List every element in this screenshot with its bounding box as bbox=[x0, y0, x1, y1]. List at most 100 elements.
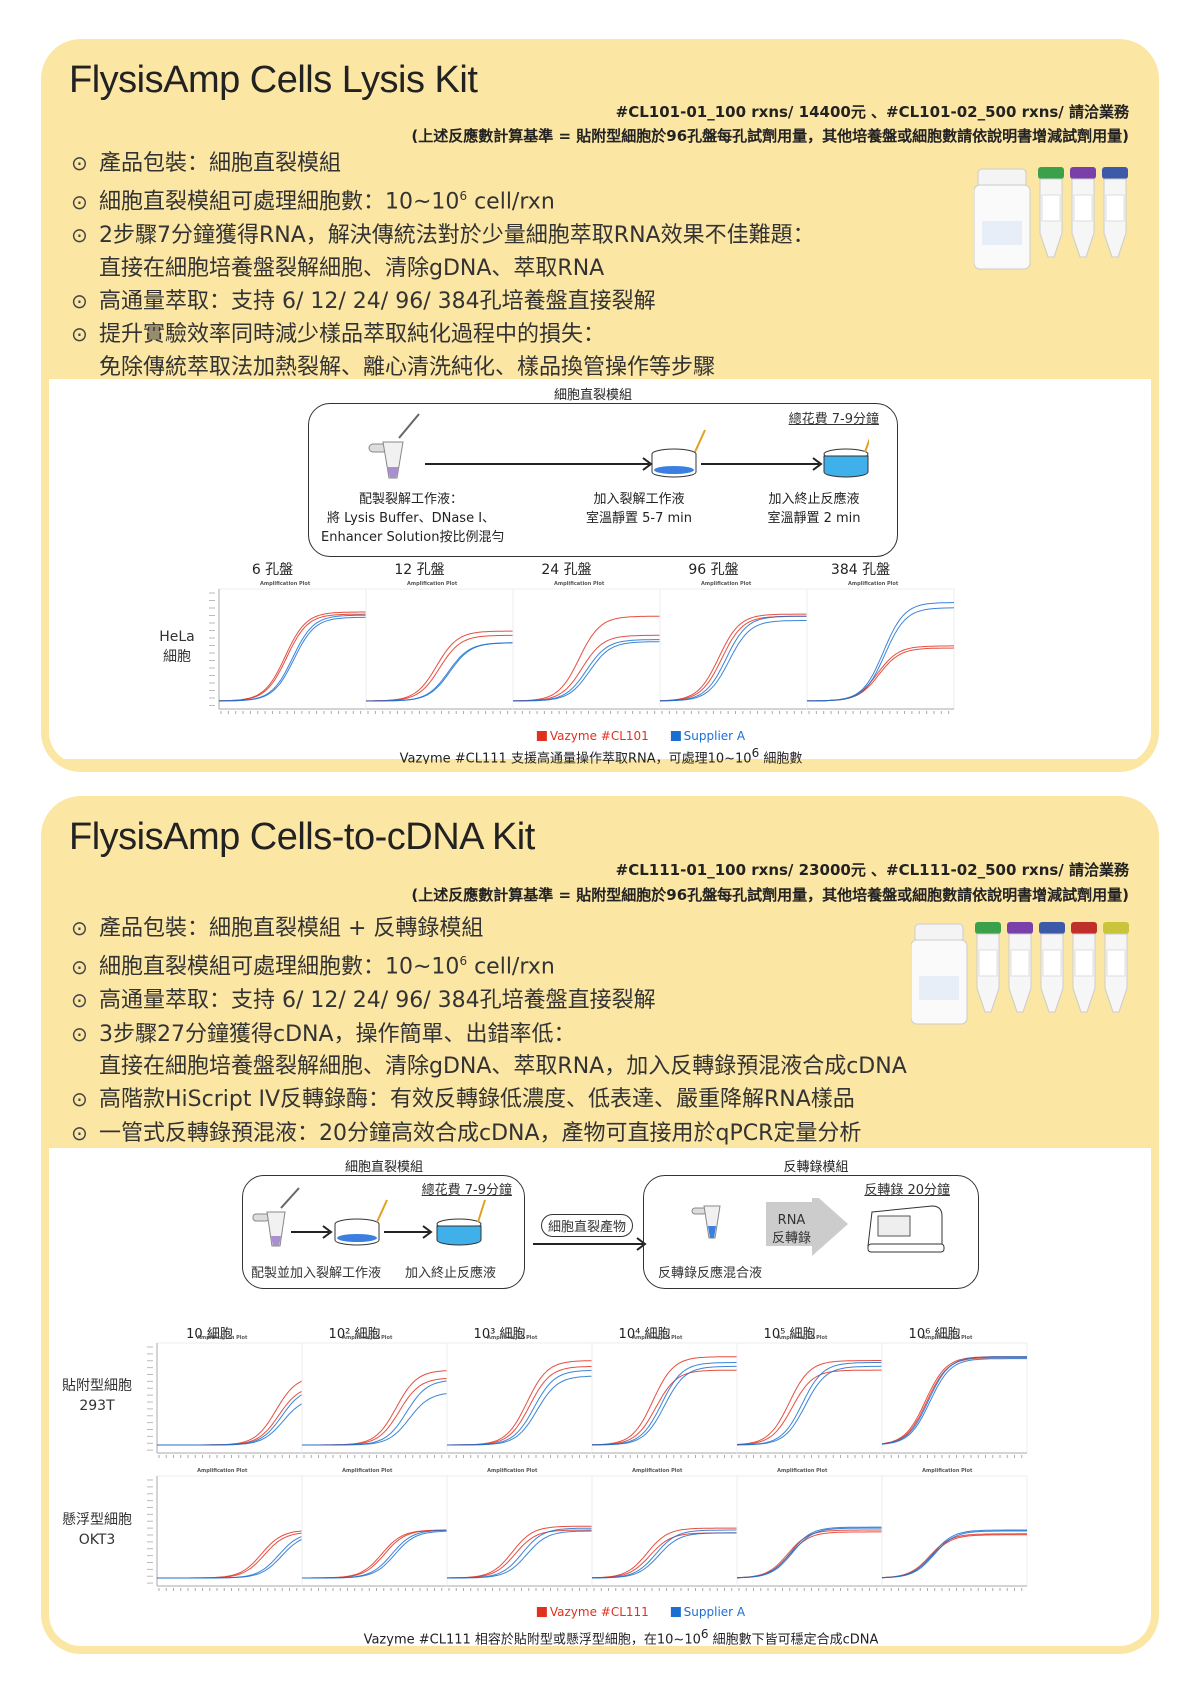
curve-vazyme bbox=[591, 1527, 737, 1579]
plot-title: Amplification Plot bbox=[260, 581, 311, 587]
step-line: 將 Lysis Buffer、DNase I、 bbox=[326, 511, 496, 526]
price-line: #CL111-01_100 rxns/ 23000元 、#CL111-02_50… bbox=[615, 861, 1129, 879]
feature-item: ⊙ 高通量萃取：支持 6/ 12/ 24/ 96/ 384孔培養盤直接裂解 bbox=[71, 285, 815, 318]
curve-vazyme bbox=[513, 615, 660, 702]
feature-text: 一管式反轉錄預混液：20分鐘高效合成cDNA，產物可直接用於qPCR定量分析 bbox=[99, 1120, 862, 1146]
feature-item: ⊙3步驟27分鐘獲得cDNA，操作簡單、出錯率低： bbox=[71, 1018, 907, 1051]
reagent-tube-icon bbox=[1038, 167, 1064, 258]
row-label-okt3: 懸浮型細胞 OKT3 bbox=[62, 1510, 132, 1550]
feature-sup: 6 bbox=[459, 189, 468, 204]
legend-swatch-supplier bbox=[670, 1607, 681, 1617]
plot-area bbox=[736, 1475, 883, 1587]
plot-title: Amplification Plot bbox=[487, 1335, 538, 1341]
caption-text: 細胞數 bbox=[759, 751, 803, 767]
plot-svg bbox=[365, 588, 514, 714]
reagent-tube-icon bbox=[1071, 922, 1097, 1013]
curve-vazyme bbox=[592, 1369, 738, 1446]
feature-text: 高通量萃取：支持 6/ 12/ 24/ 96/ 384孔培養盤直接裂解 bbox=[99, 288, 656, 314]
feature-text: 高通量萃取：支持 6/ 12/ 24/ 96/ 384孔培養盤直接裂解 bbox=[99, 988, 656, 1014]
row-label-line: 懸浮型細胞 bbox=[62, 1512, 132, 1528]
rt-line: 反轉錄 bbox=[772, 1231, 812, 1246]
column-label: 10 細胞 bbox=[186, 1327, 233, 1342]
curve-vazyme bbox=[591, 1356, 737, 1446]
reagent-tube-icon bbox=[1007, 922, 1033, 1013]
dish-lysis-icon bbox=[334, 1199, 388, 1246]
curve-vazyme bbox=[659, 613, 807, 702]
module1-time: 總花費 7-9分鐘 bbox=[421, 1183, 512, 1198]
amplification-plot: Amplification Plot bbox=[591, 1468, 738, 1591]
feature-text: 2步驟7分鐘獲得RNA，解決傳統法對於少量細胞萃取RNA效果不佳難題： bbox=[99, 223, 815, 249]
step-line: 室溫靜置 2 min bbox=[767, 511, 861, 526]
feature-text: cell/rxn bbox=[467, 189, 555, 215]
row-label-line: 細胞 bbox=[163, 649, 191, 665]
feature-list: ⊙產品包裝：細胞直裂模組⊙細胞直裂模組可處理細胞數：10~106 cell/rx… bbox=[71, 147, 815, 384]
circle-dot-icon: ⊙ bbox=[71, 1087, 88, 1112]
step-line: 室溫靜置 5-7 min bbox=[585, 511, 692, 526]
workflow-diagram bbox=[368, 413, 869, 479]
product-card-lysis-kit: FlysisAmp Cells Lysis Kit #CL101-01_100 … bbox=[41, 39, 1159, 772]
column-label: 10³ 細胞 bbox=[473, 1327, 526, 1342]
legend-swatch-vazyme bbox=[536, 1607, 547, 1617]
reaction-note: (上述反應數計算基準 = 貼附型細胞於96孔盤每孔試劑用量，其他培養盤或細胞數請… bbox=[411, 127, 1129, 145]
total-time: 總花費 7-9分鐘 bbox=[788, 412, 879, 427]
feature-list: ⊙產品包裝：細胞直裂模組 + 反轉錄模組⊙細胞直裂模組可處理細胞數：10~106… bbox=[71, 912, 907, 1150]
caption-text: Vazyme #CL111 相容於貼附型或懸浮型細胞，在10~10 bbox=[363, 1632, 701, 1648]
plot-area bbox=[365, 588, 514, 710]
curve-vazyme bbox=[881, 1533, 1027, 1579]
step-line: 配製裂解工作液： bbox=[358, 492, 463, 507]
amplification-plot: Amplification Plot bbox=[512, 581, 661, 714]
column-label: 10⁵ 細胞 bbox=[763, 1327, 816, 1342]
curve-supplier bbox=[447, 1375, 593, 1446]
legend-label: Supplier A bbox=[683, 729, 746, 743]
plot-svg bbox=[209, 588, 367, 714]
curve-supplier bbox=[737, 1365, 882, 1446]
plot-svg bbox=[301, 1342, 448, 1458]
rt-line: RNA bbox=[777, 1213, 806, 1228]
plot-area bbox=[301, 1342, 448, 1454]
dish-lysis-icon bbox=[651, 429, 706, 478]
amplification-plot: Amplification Plot bbox=[881, 1335, 1028, 1458]
curve-supplier bbox=[447, 1530, 593, 1579]
feature-text: 高階款HiScript IV反轉錄酶：有效反轉錄低濃度、低表達、嚴重降解RNA樣… bbox=[99, 1087, 855, 1113]
arrow-icon bbox=[291, 1225, 333, 1239]
row-label-hela: HeLa 細胞 bbox=[159, 627, 195, 667]
amplification-plot: Amplification Plot bbox=[365, 581, 514, 714]
amplification-plot: Amplification Plot bbox=[806, 581, 955, 714]
plot-title: Amplification Plot bbox=[777, 1335, 828, 1341]
bottle-icon bbox=[911, 923, 968, 1025]
feature-item: ⊙提升實驗效率同時減少樣品萃取純化過程中的損失： bbox=[71, 318, 815, 351]
circle-dot-icon: ⊙ bbox=[71, 322, 88, 347]
amplification-plot: Amplification Plot bbox=[736, 1335, 883, 1458]
panel-label: 384 孔盤 bbox=[830, 562, 891, 578]
step-text: 配製並加入裂解工作液 bbox=[251, 1266, 382, 1281]
workflow-box: 總花費 7-9分鐘 配製裂解工作液： 將 Lysis Buffer、DNase … bbox=[308, 403, 898, 557]
product-title: FlysisAmp Cells-to-cDNA Kit bbox=[69, 816, 535, 858]
circle-dot-icon: ⊙ bbox=[71, 288, 88, 313]
workflow-and-results: 細胞直裂模組 反轉錄模組 總花費 7-9分鐘 配製並加入裂解工作液 加入終止反應… bbox=[49, 1148, 1151, 1648]
amplification-plot: Amplification Plot bbox=[301, 1335, 448, 1458]
feature-item: ⊙2步驟7分鐘獲得RNA，解決傳統法對於少量細胞萃取RNA效果不佳難題： bbox=[71, 219, 815, 252]
curve-supplier bbox=[881, 1358, 1027, 1445]
plot-svg bbox=[591, 1475, 738, 1591]
lysis-module-box: 總花費 7-9分鐘 配製並加入裂解工作液 加入終止反應液 bbox=[242, 1175, 525, 1289]
row-label-line: OKT3 bbox=[78, 1532, 116, 1548]
legend-swatch-supplier bbox=[670, 731, 681, 741]
curve-supplier bbox=[592, 1365, 737, 1446]
feature-text: 細胞直裂模組可處理細胞數：10~10 bbox=[99, 954, 460, 980]
step2-text: 加入裂解工作液 室溫靜置 5-7 min bbox=[579, 490, 699, 528]
rt-module-box: 反轉錄 20分鐘 RNA 反轉錄 反轉錄反應混合液 bbox=[643, 1175, 979, 1289]
curve-supplier bbox=[219, 616, 367, 702]
feature-item: 直接在細胞培養盤裂解細胞、清除gDNA、萃取RNA，加入反轉錄預混液合成cDNA bbox=[71, 1051, 907, 1083]
panel-label: 12 孔盤 bbox=[394, 562, 445, 578]
plot-area bbox=[591, 1475, 738, 1587]
curve-supplier bbox=[302, 1393, 448, 1446]
feature-text: 3步驟27分鐘獲得cDNA，操作簡單、出錯率低： bbox=[99, 1021, 576, 1047]
amplification-plot: Amplification Plot bbox=[301, 1468, 448, 1591]
plot-area bbox=[659, 588, 808, 710]
legend: Vazyme #CL111 Supplier A bbox=[536, 1605, 745, 1619]
plot-title: Amplification Plot bbox=[342, 1335, 393, 1341]
row-label-line: 貼附型細胞 bbox=[62, 1378, 132, 1394]
plot-svg bbox=[147, 1342, 303, 1458]
curve-vazyme bbox=[736, 1360, 882, 1445]
plot-area bbox=[156, 1475, 303, 1587]
